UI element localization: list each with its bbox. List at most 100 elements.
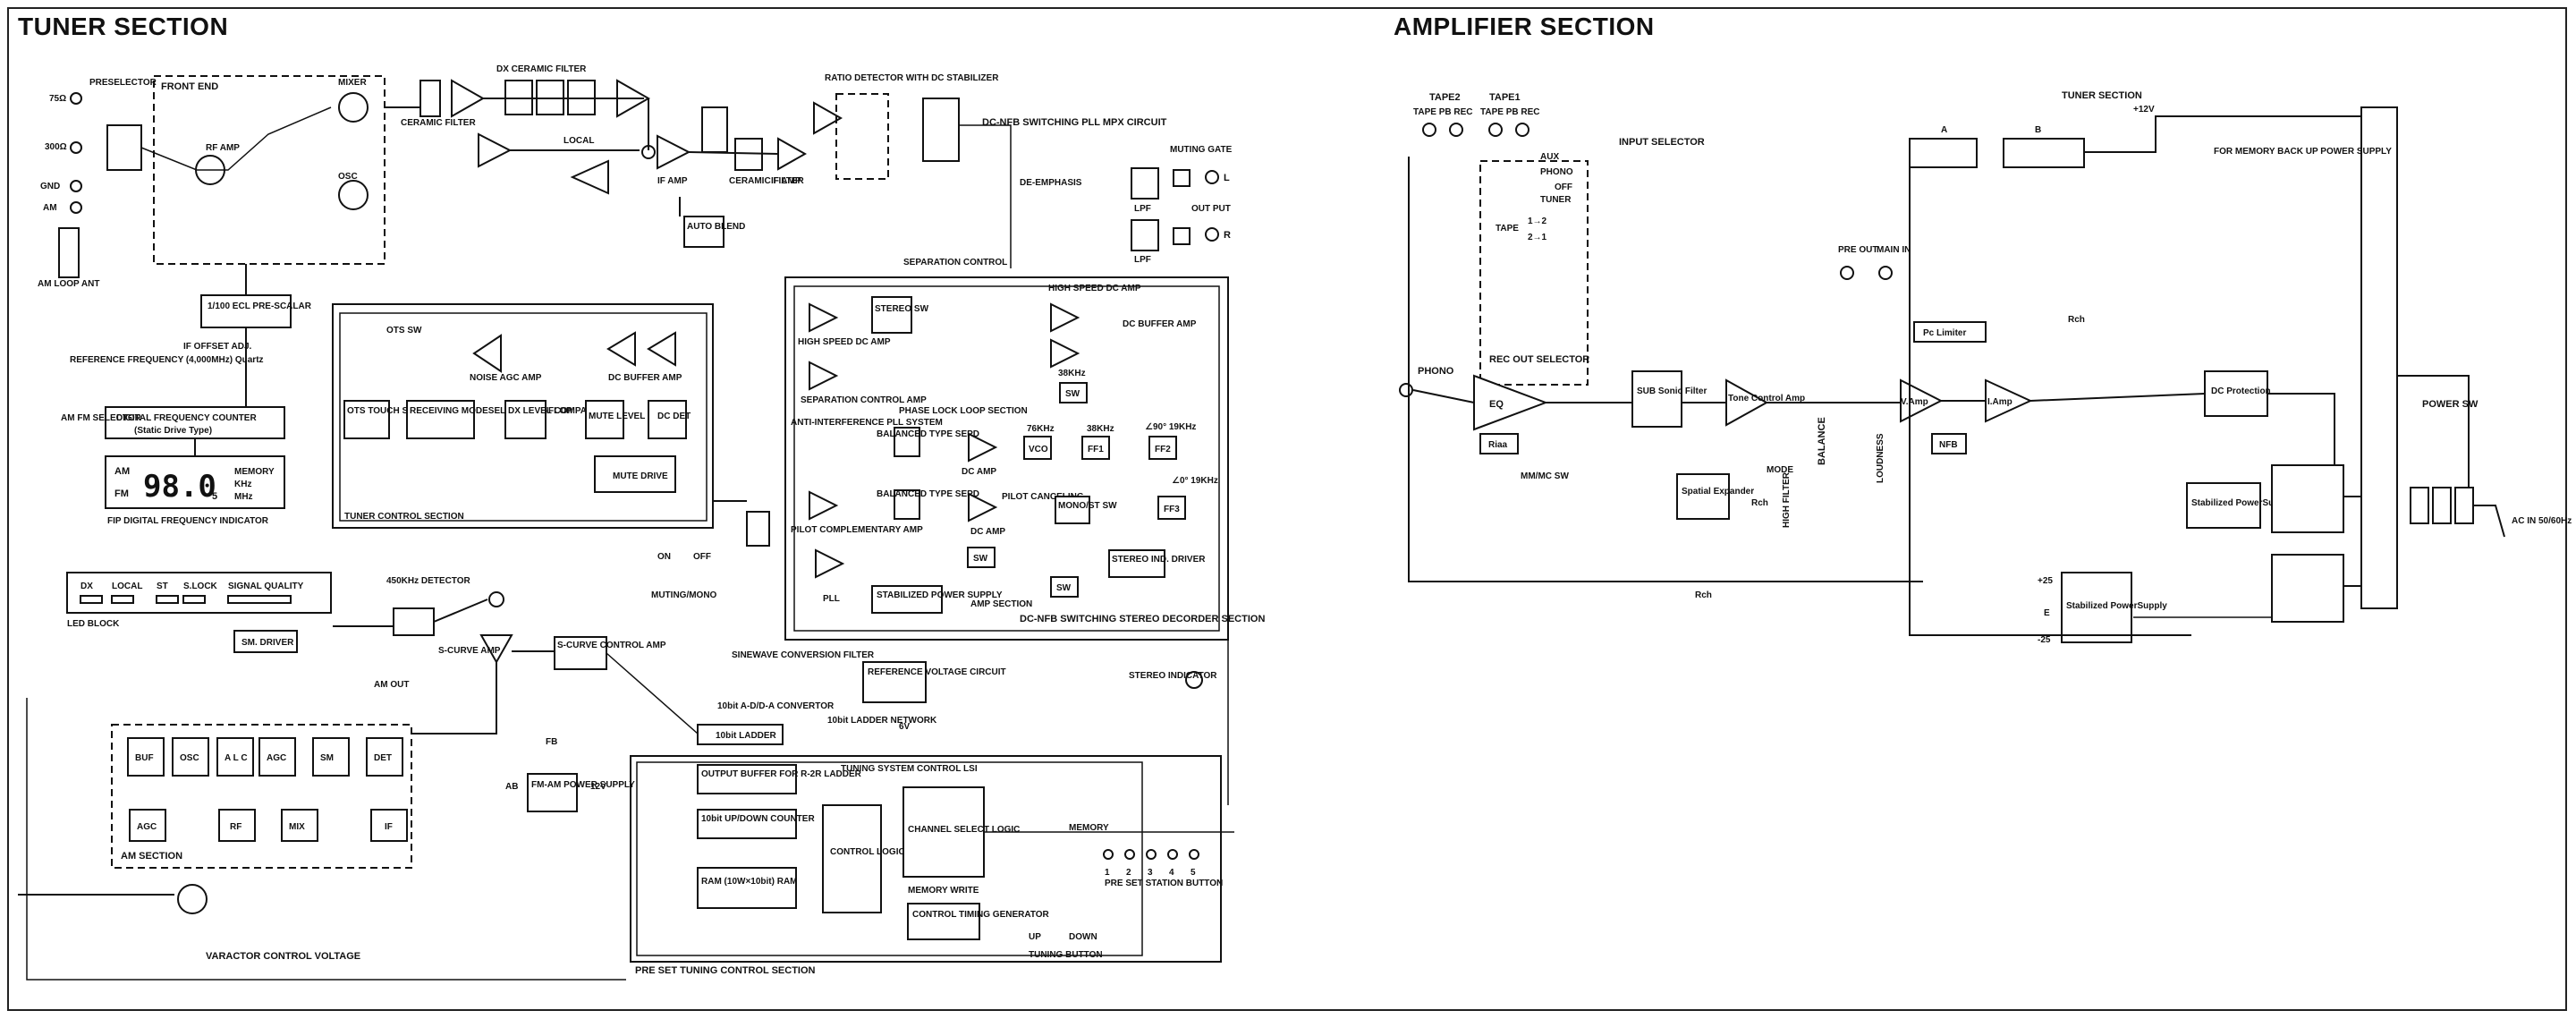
memory-backup-label: FOR MEMORY BACK UP POWER SUPPLY [2214, 147, 2392, 157]
fuse-2 [2432, 487, 2452, 524]
ab-label: AB [505, 782, 518, 792]
dc-amp-2-label: DC AMP [970, 527, 1005, 537]
am-loop-label: AM LOOP ANT [38, 279, 99, 289]
memory-label: MEMORY [1069, 823, 1109, 833]
dx-level-label: DX LEVEL COMPARATOR [508, 406, 618, 416]
fb-label: FB [546, 737, 557, 747]
led-label: ST [157, 582, 168, 591]
disp-fm: FM [114, 488, 129, 499]
tape1-pb-jack [1488, 123, 1503, 137]
led-label: SIGNAL QUALITY [228, 582, 304, 591]
connector-a-label: A [1941, 125, 1947, 135]
ratio-detector-box [835, 93, 889, 180]
limiter-amp [813, 101, 843, 135]
rch-label-3: Rch [2068, 315, 2085, 325]
riaa-label: Riaa [1488, 440, 1508, 450]
control-logic-label: CONTROL LOGIC [830, 847, 905, 857]
dc-buffer-amp-2 [647, 331, 676, 367]
am-mix-block [281, 809, 318, 842]
tape2-rec-jack [1449, 123, 1463, 137]
tuner-connector-a [1909, 138, 1978, 168]
tape21-label: 2→1 [1528, 233, 1547, 242]
riaa-block [1479, 433, 1519, 454]
mode-label: MODE [1767, 465, 1793, 475]
osc-label: OSC [338, 172, 358, 182]
tuner-section-title: TUNER SECTION [18, 13, 229, 40]
mono-st-label: MONO/ST SW [1058, 501, 1117, 511]
connector-b-label: B [2035, 125, 2041, 135]
rch-label-2: Rch [1751, 498, 1768, 508]
prescalar-label: 1/100 ECL PRE-SCALAR [208, 301, 312, 311]
am-mix-label: MIX [289, 822, 305, 832]
sub-sonic-label: SUB Sonic Filter [1637, 386, 1707, 396]
led-block-label: LED BLOCK [67, 619, 120, 629]
ref-voltage-label: REFERENCE VOLTAGE CIRCUIT [868, 667, 1006, 677]
am-block [366, 737, 403, 777]
out-l-label: L [1224, 173, 1230, 183]
stereo-sw-block [871, 296, 912, 334]
stabilized-ps-1-label: Stabilized PowerSupply [2191, 498, 2292, 508]
if-offset-label: IF OFFSET ADJ. [183, 342, 252, 352]
preset-station-button[interactable] [1124, 849, 1135, 860]
ff3-block [1157, 496, 1186, 520]
amp-block [815, 548, 845, 579]
power-transformer [2360, 106, 2398, 609]
i-amp-label: I.Amp [1987, 397, 2012, 407]
pc-limiter-block [1913, 321, 1987, 343]
dc-protection-label: DC Protection [2211, 386, 2271, 396]
varactor-label: VARACTOR CONTROL VOLTAGE [206, 951, 360, 962]
selector-box [1479, 160, 1589, 386]
fuse-1 [2410, 487, 2429, 524]
dc-det-label: DC DET [657, 412, 691, 421]
aux-label: AUX [1540, 152, 1559, 162]
preset-station-button[interactable] [1146, 849, 1157, 860]
am-ant-label: AM [43, 203, 57, 213]
ram-label: RAM (10W×10bit) RAM [701, 877, 798, 887]
sinewave-filter [746, 511, 770, 547]
mixer-transistor [338, 92, 369, 123]
led-indicator [111, 595, 134, 604]
am-out-label: AM OUT [374, 680, 409, 690]
stabilized-ps-1-block [2186, 482, 2261, 529]
loudness-label: LOUDNESS [1876, 433, 1885, 483]
am-rf-block [218, 809, 256, 842]
ots-sw-label: OTS SW [386, 326, 422, 335]
disp-mhz: MHz [234, 492, 253, 502]
preset-station-button[interactable] [1103, 849, 1114, 860]
out-r-jack [1205, 227, 1219, 242]
tone-control-label: Tone Control Amp [1728, 394, 1805, 403]
osc-transistor [338, 180, 369, 210]
am-block-label: A L C [225, 753, 248, 763]
terminal-am [70, 201, 82, 214]
sub-sonic-block [1631, 370, 1682, 428]
sw-label-2: SW [973, 554, 988, 564]
eq-label: EQ [1489, 399, 1504, 410]
preset-station-button[interactable] [1189, 849, 1199, 860]
fm-am-ps-label: FM-AM POWER SUPPLY [531, 780, 635, 790]
off-sel-label: OFF [1555, 183, 1572, 192]
ac-in-label: AC IN 50/60Hz [2512, 516, 2572, 526]
amplifier-section-title: AMPLIFIER SECTION [1394, 13, 1655, 40]
pilot-comp-label: PILOT COMPLEMENTARY AMP [791, 525, 923, 535]
balanced-sepd-2 [894, 489, 920, 520]
preset-station-button[interactable] [1167, 849, 1178, 860]
dc-amp-1 [968, 432, 998, 463]
am-loop-antenna [58, 227, 80, 278]
ladder-block [697, 724, 784, 745]
dc-protection-block [2204, 370, 2268, 417]
mute-level-block [585, 400, 624, 439]
preset-number: 4 [1169, 868, 1174, 878]
ratio-detector-label: RATIO DETECTOR WITH DC STABILIZER [825, 73, 999, 83]
v6-label: 6V [899, 722, 911, 732]
v-amp-label: V.Amp [1901, 397, 1928, 407]
v12-label: 12V [590, 782, 606, 792]
ad-da-label: 10bit A-D/D-A CONVERTOR [717, 701, 835, 711]
led-label: S.LOCK [183, 582, 218, 591]
muting-gate-l [1173, 169, 1191, 187]
ant-300-label: 300Ω [45, 142, 67, 152]
s-curve-amp-label: S-CURVE AMP [438, 646, 501, 656]
am-block [312, 737, 350, 777]
am-agc-block [129, 809, 166, 842]
main-in-jack [1878, 266, 1893, 280]
